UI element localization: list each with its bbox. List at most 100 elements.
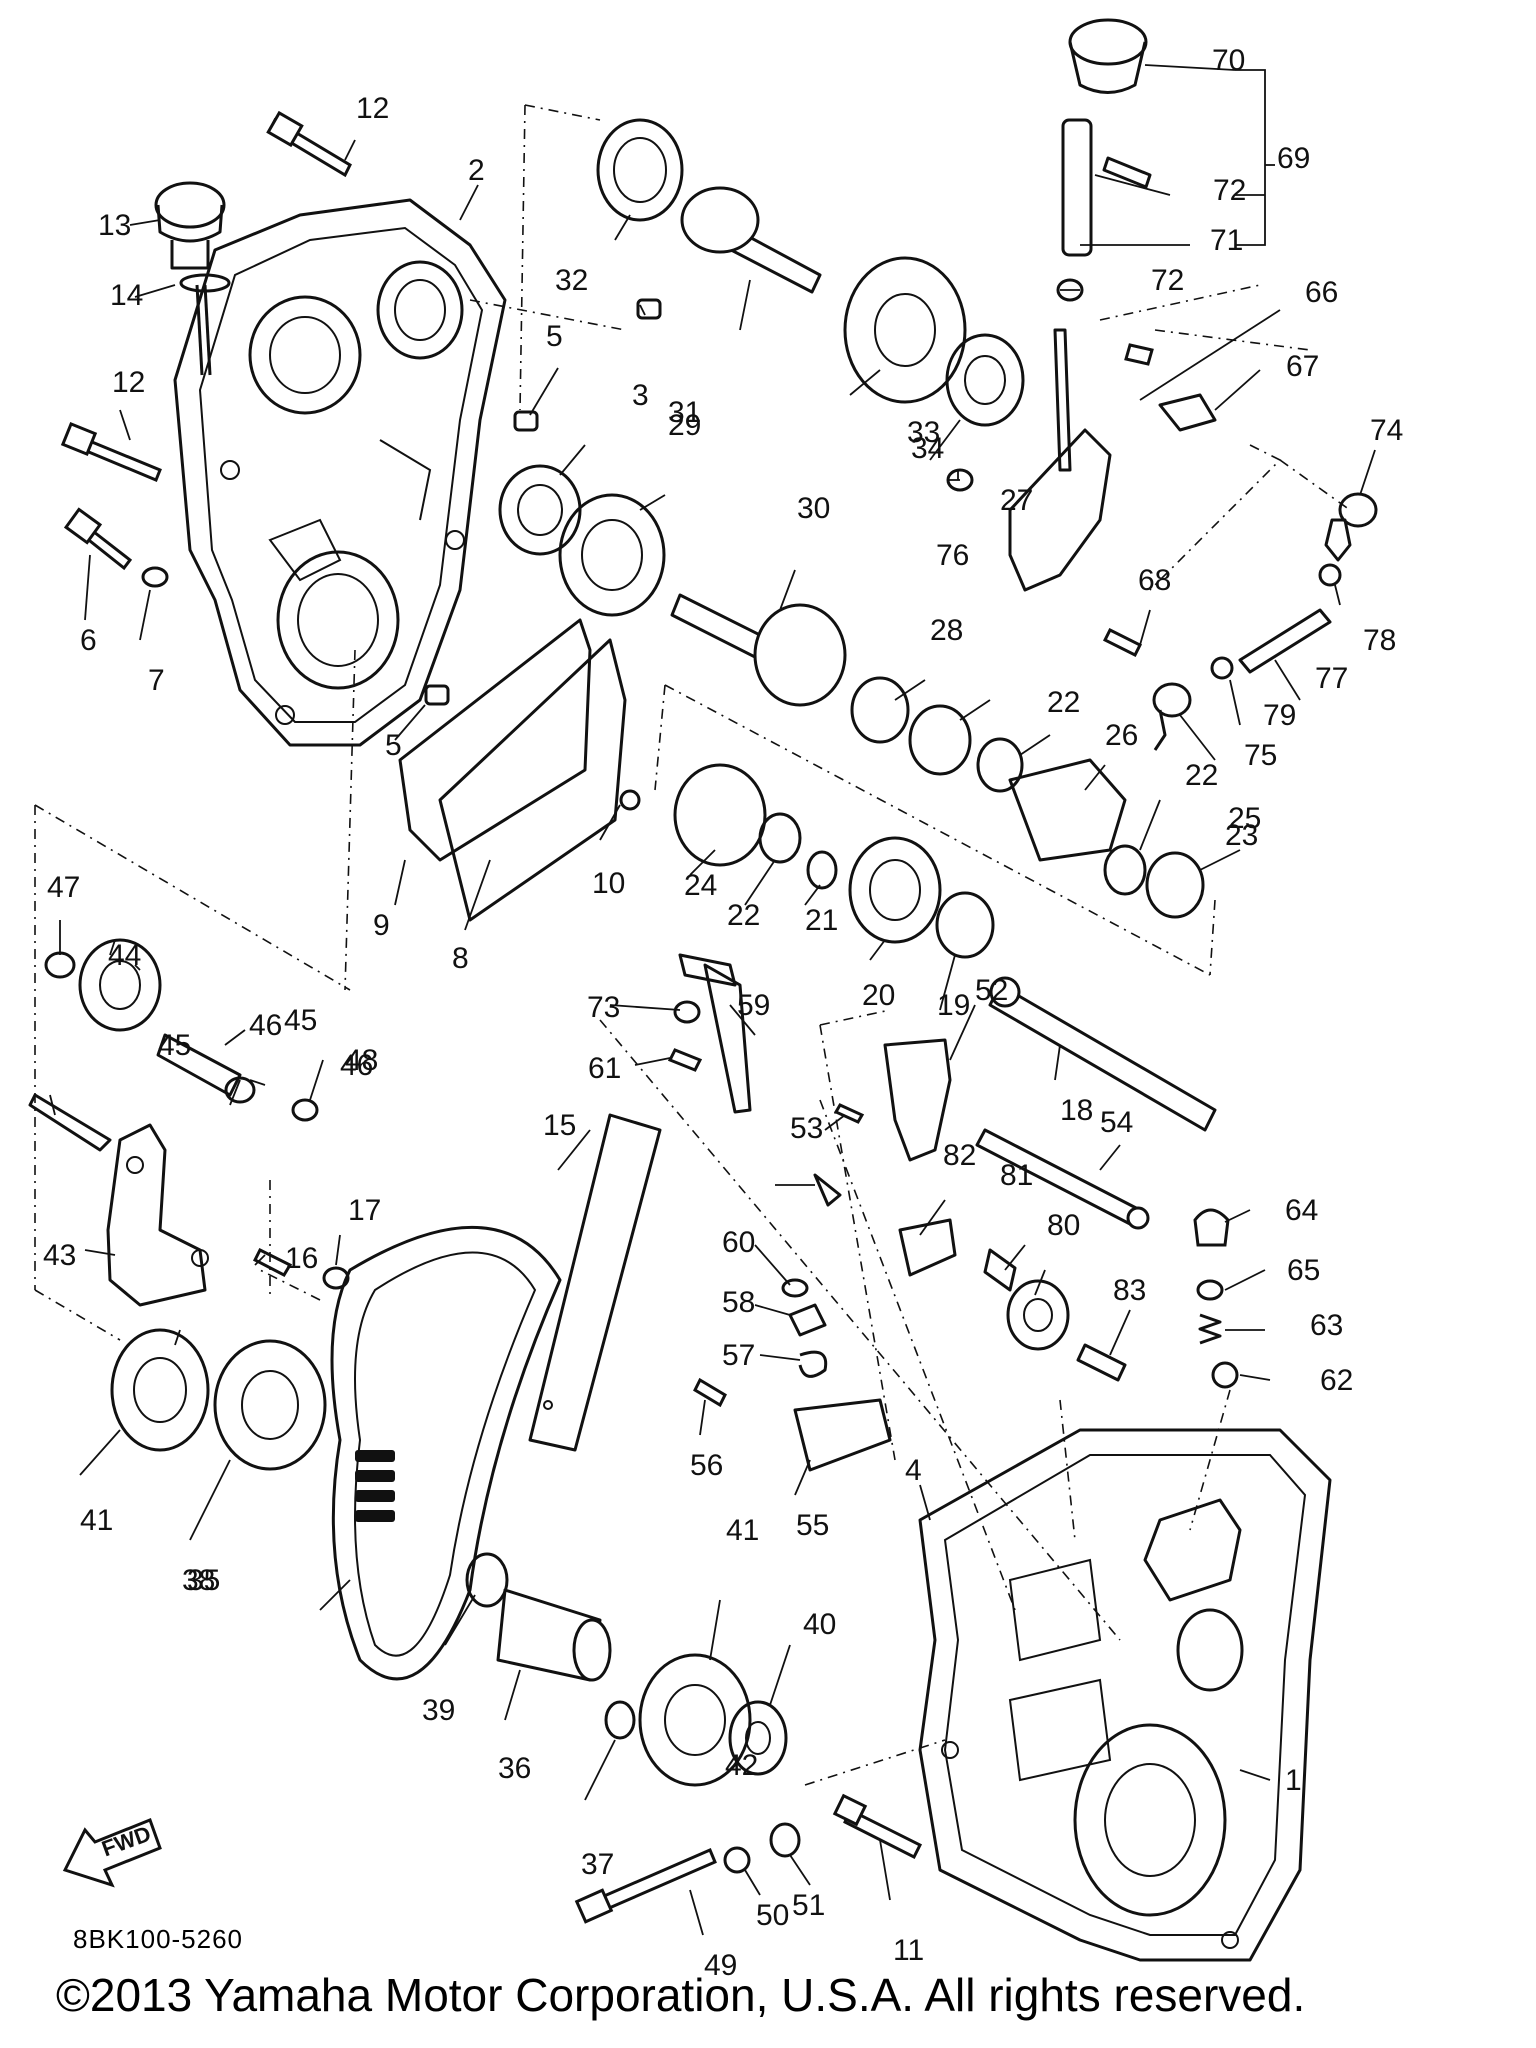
callout-29: 29	[668, 409, 701, 442]
callout-12: 12	[356, 92, 389, 125]
callout-5: 5	[546, 320, 563, 353]
callout-60: 60	[722, 1226, 755, 1259]
callout-72: 72	[1213, 174, 1246, 207]
callout-58: 58	[722, 1286, 755, 1319]
bearings-upper-left	[498, 118, 684, 617]
left-case-cover	[173, 198, 507, 747]
callout-41: 41	[80, 1504, 113, 1537]
callout-82: 82	[943, 1139, 976, 1172]
lower-sprocket-parts	[465, 1552, 788, 1787]
chain-guide	[528, 1113, 662, 1452]
callout-56: 56	[690, 1449, 723, 1482]
callout-57: 57	[722, 1339, 755, 1372]
drive-chain	[330, 1225, 562, 1681]
shift-fork	[833, 1038, 1150, 1230]
part-illustrations: FWD	[28, 18, 1378, 1962]
callout-45: 45	[284, 1004, 317, 1037]
callout-49: 49	[704, 1949, 737, 1982]
callout-30: 30	[797, 492, 830, 525]
callout-68: 68	[1138, 564, 1171, 597]
callout-labels: 1234556789101112121314151617181920212222…	[43, 44, 1403, 1982]
callout-33: 33	[907, 416, 940, 449]
callout-23: 23	[1225, 819, 1258, 852]
callout-51: 51	[792, 1889, 825, 1922]
callout-11: 11	[893, 1934, 924, 1967]
callout-20: 20	[862, 979, 895, 1012]
callout-80: 80	[1047, 1209, 1080, 1242]
callout-18: 18	[1060, 1094, 1093, 1127]
callout-19: 19	[937, 989, 970, 1022]
callout-37: 37	[581, 1848, 614, 1881]
callout-22: 22	[1185, 759, 1218, 792]
output-shaft	[988, 976, 1217, 1132]
callout-75: 75	[1244, 739, 1277, 772]
callout-45: 45	[158, 1029, 191, 1062]
small-bolt	[619, 789, 641, 811]
callout-46: 46	[340, 1049, 373, 1082]
callout-32: 32	[555, 264, 588, 297]
callout-78: 78	[1363, 624, 1396, 657]
gaskets	[398, 618, 627, 922]
callout-38: 38	[182, 1564, 215, 1597]
callout-5: 5	[385, 729, 402, 762]
callout-59: 59	[737, 989, 770, 1022]
gear-shaft-upper	[680, 186, 1025, 427]
callout-48: 48	[345, 1044, 378, 1077]
detent-plug-parts	[1193, 1208, 1239, 1389]
callout-76: 76	[936, 539, 969, 572]
tie-rod-parts	[946, 468, 1378, 751]
callout-67: 67	[1286, 350, 1319, 383]
callout-74: 74	[1370, 414, 1403, 447]
callout-52: 52	[975, 974, 1008, 1007]
shift-knob-and-rod	[1056, 18, 1152, 302]
callout-66: 66	[1305, 276, 1338, 309]
callout-17: 17	[348, 1194, 381, 1227]
callout-42: 42	[725, 1749, 758, 1782]
callout-36: 36	[498, 1752, 531, 1785]
callout-26: 26	[1105, 719, 1138, 752]
callout-83: 83	[1113, 1274, 1146, 1307]
callout-28: 28	[930, 614, 963, 647]
callout-leader-lines	[49, 64, 1376, 1936]
shift-shaft	[667, 953, 752, 1114]
callout-12: 12	[112, 366, 145, 399]
drawing-code: 8BK100-5260	[73, 1924, 244, 1954]
callout-54: 54	[1100, 1106, 1133, 1139]
callout-9: 9	[373, 909, 390, 942]
callout-41: 41	[726, 1514, 759, 1547]
callout-8: 8	[452, 942, 469, 975]
callout-55: 55	[796, 1509, 829, 1542]
callout-24: 24	[684, 869, 717, 902]
callout-46: 46	[249, 1009, 282, 1042]
callout-7: 7	[148, 664, 165, 697]
callout-47: 47	[47, 871, 80, 904]
callout-44: 44	[108, 939, 141, 972]
callout-31: 31	[668, 396, 701, 429]
callout-2: 2	[468, 154, 485, 187]
callout-4: 4	[905, 1454, 922, 1487]
reference-lines	[34, 104, 1351, 1786]
callout-16: 16	[285, 1242, 318, 1275]
callout-73: 73	[587, 991, 620, 1024]
secondary-shaft-assembly	[673, 758, 1205, 959]
callout-63: 63	[1310, 1309, 1343, 1342]
callout-40: 40	[803, 1608, 836, 1641]
callout-62: 62	[1320, 1364, 1353, 1397]
callout-72: 72	[1151, 264, 1184, 297]
callout-70: 70	[1212, 44, 1245, 77]
callout-25: 25	[1228, 802, 1261, 835]
copyright-notice: ©2013 Yamaha Motor Corporation, U.S.A. A…	[56, 1969, 1306, 2021]
right-case	[918, 1428, 1332, 1962]
dowel-pins	[424, 298, 662, 706]
callout-71: 71	[1210, 224, 1243, 257]
shift-lever-assembly	[1008, 328, 1217, 658]
callout-81: 81	[1000, 1159, 1033, 1192]
callout-21: 21	[805, 904, 838, 937]
callout-65: 65	[1287, 1254, 1320, 1287]
callout-14: 14	[110, 279, 143, 312]
callout-39: 39	[422, 1694, 455, 1727]
callout-6: 6	[80, 624, 97, 657]
group-bracket-68	[1235, 69, 1275, 246]
callout-43: 43	[43, 1239, 76, 1272]
fwd-arrow: FWD	[62, 1818, 162, 1888]
